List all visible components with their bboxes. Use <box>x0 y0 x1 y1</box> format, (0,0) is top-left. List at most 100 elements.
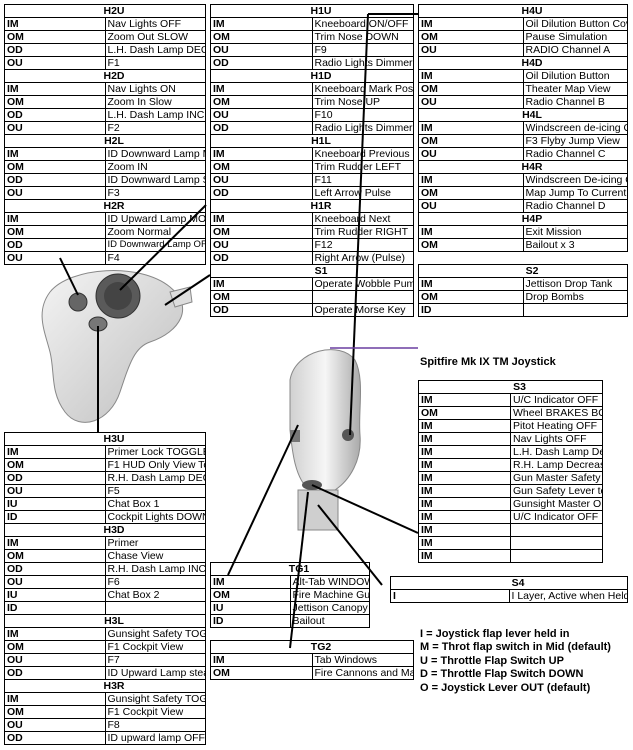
binding-label: F1 <box>104 56 206 70</box>
mode-code: IM <box>418 393 511 407</box>
binding-label <box>510 549 603 563</box>
mode-code: OD <box>4 731 106 745</box>
table-header: TG2 <box>210 640 414 654</box>
table-header: H2L <box>4 134 206 148</box>
table-row: ID <box>418 303 628 317</box>
mode-code: IM <box>4 212 106 226</box>
mode-code: OM <box>4 160 106 174</box>
table-row: ODR.H. Dash Lamp DECREASE <box>4 471 206 485</box>
binding-label: Pitot Heating OFF <box>510 419 603 433</box>
mode-code: OM <box>418 134 524 148</box>
binding-label: Radio Channel B <box>522 95 628 109</box>
table-row: ODR.H. Dash Lamp INCREASE <box>4 562 206 576</box>
mode-code: OU <box>418 43 524 57</box>
mode-code: OM <box>210 666 313 680</box>
binding-label: Kneeboard Next <box>311 212 414 226</box>
mode-code: OM <box>4 458 106 472</box>
binding-label: Trim Nose UP <box>311 95 414 109</box>
mode-code: OU <box>418 147 524 161</box>
mode-code: OM <box>210 588 291 602</box>
mode-code: IU <box>4 588 106 602</box>
mode-code: OD <box>210 303 313 317</box>
mode-code: ID <box>418 303 524 317</box>
table-header: H4R <box>418 160 628 174</box>
binding-label: Right Arrow (Pulse) <box>311 251 414 265</box>
table-header: S3 <box>418 380 603 394</box>
table-header: H4P <box>418 212 628 226</box>
mode-code: OU <box>210 173 313 187</box>
mode-code: OM <box>4 95 106 109</box>
mode-code: IM <box>418 277 524 291</box>
binding-label: Oil Dilution Button <box>522 69 628 83</box>
mode-code: I <box>390 589 510 603</box>
table-header: H1D <box>210 69 414 83</box>
binding-label: Gunsight Safety TOGGLE <box>104 627 206 641</box>
binding-label: Chat Box 2 <box>104 588 206 602</box>
legend-item: M = Throt flap switch in Mid (default) <box>420 641 611 654</box>
binding-label: Bailout <box>289 614 370 628</box>
mode-code: OU <box>210 108 313 122</box>
binding-label: F2 <box>104 121 206 135</box>
binding-label: R.H. Dash Lamp DECREASE <box>104 471 206 485</box>
mode-code: OM <box>4 30 106 44</box>
mode-code: IM <box>418 121 524 135</box>
mode-code: IM <box>210 212 313 226</box>
binding-label: Zoom Out SLOW <box>104 30 206 44</box>
table-row: IM <box>418 523 603 537</box>
binding-label: Nav Lights OFF <box>510 432 603 446</box>
table-header: H2U <box>4 4 206 18</box>
binding-label: Operate Morse Key <box>311 303 414 317</box>
mode-code: IM <box>418 458 511 472</box>
mode-code: IM <box>418 536 511 550</box>
mode-code: IM <box>4 692 106 706</box>
binding-label <box>510 536 603 550</box>
binding-label: ID upward lamp OFF <box>104 731 206 745</box>
mode-code: OM <box>418 406 511 420</box>
mode-code: IM <box>418 549 511 563</box>
mode-code: IM <box>418 225 524 239</box>
binding-label: F8 <box>104 718 206 732</box>
mode-code: OU <box>4 251 106 265</box>
binding-label <box>510 523 603 537</box>
mode-code: ID <box>4 510 106 524</box>
mode-code: OM <box>210 290 313 304</box>
binding-label: F11 <box>311 173 414 187</box>
binding-label: Zoom Normal <box>104 225 206 239</box>
mode-code: OU <box>4 484 106 498</box>
binding-label: Kneeboard Previous <box>311 147 414 161</box>
mode-code: IM <box>4 627 106 641</box>
mode-code: OM <box>418 82 524 96</box>
mode-code: OM <box>418 290 524 304</box>
